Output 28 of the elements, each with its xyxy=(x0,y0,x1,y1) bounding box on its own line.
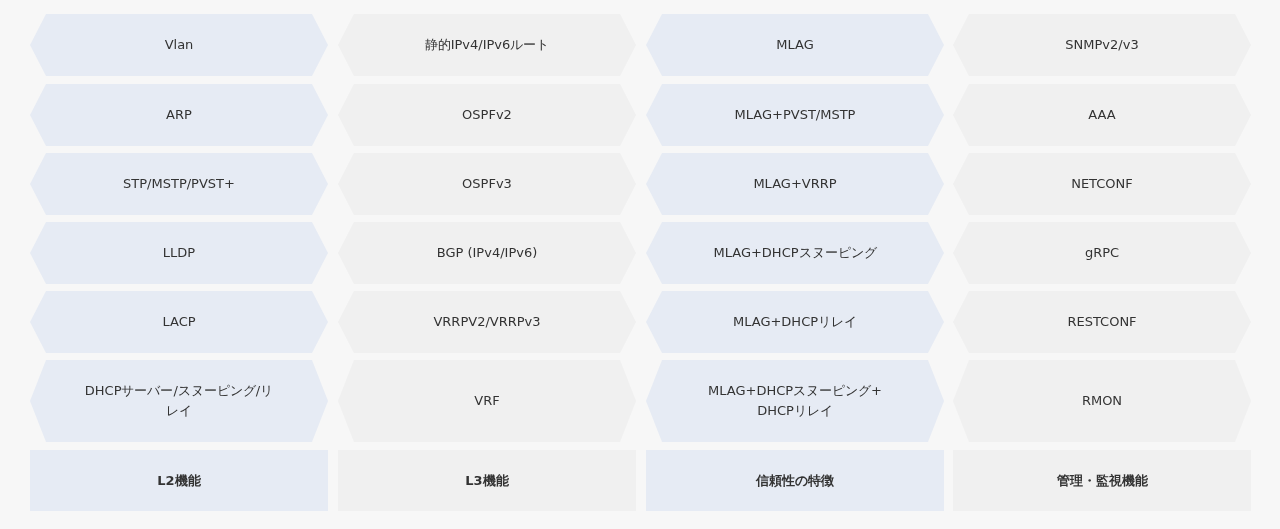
feature-label: gRPC xyxy=(1084,244,1120,262)
feature-label: LLDP xyxy=(162,244,196,262)
feature-label: NETCONF xyxy=(1071,175,1133,193)
feature-label: MLAG xyxy=(776,36,814,54)
feature-label: MLAG+DHCPリレイ xyxy=(732,313,858,331)
feature-label: Vlan xyxy=(164,36,194,54)
feature-label: LACP xyxy=(162,313,196,331)
category-header: L3機能 xyxy=(338,450,636,511)
feature-label: ARP xyxy=(166,106,192,124)
feature-label: SNMPv2/v3 xyxy=(1065,36,1139,54)
feature-label: DHCPサーバー/スヌーピング/リレイ xyxy=(83,382,275,420)
feature-label: MLAG+DHCPスヌーピング+ DHCPリレイ xyxy=(707,382,883,420)
feature-label: BGP (IPv4/IPv6) xyxy=(436,244,538,262)
feature-label: MLAG+DHCPスヌーピング xyxy=(713,244,877,262)
feature-label: OSPFv3 xyxy=(462,175,512,193)
feature-label: VRRPV2/VRRPv3 xyxy=(433,313,541,331)
feature-label: MLAG+PVST/MSTP xyxy=(734,106,856,124)
category-header: 信頼性の特徴 xyxy=(646,450,944,511)
category-header: 管理・監視機能 xyxy=(953,450,1251,511)
feature-label: MLAG+VRRP xyxy=(753,175,837,193)
feature-label: AAA xyxy=(1088,106,1116,124)
category-header: L2機能 xyxy=(30,450,328,511)
feature-label: 静的IPv4/IPv6ルート xyxy=(424,36,550,54)
feature-label: RMON xyxy=(1081,392,1123,410)
feature-label: VRF xyxy=(474,392,500,410)
feature-label: OSPFv2 xyxy=(462,106,512,124)
feature-label: STP/MSTP/PVST+ xyxy=(123,175,235,193)
feature-label: RESTCONF xyxy=(1067,313,1137,331)
